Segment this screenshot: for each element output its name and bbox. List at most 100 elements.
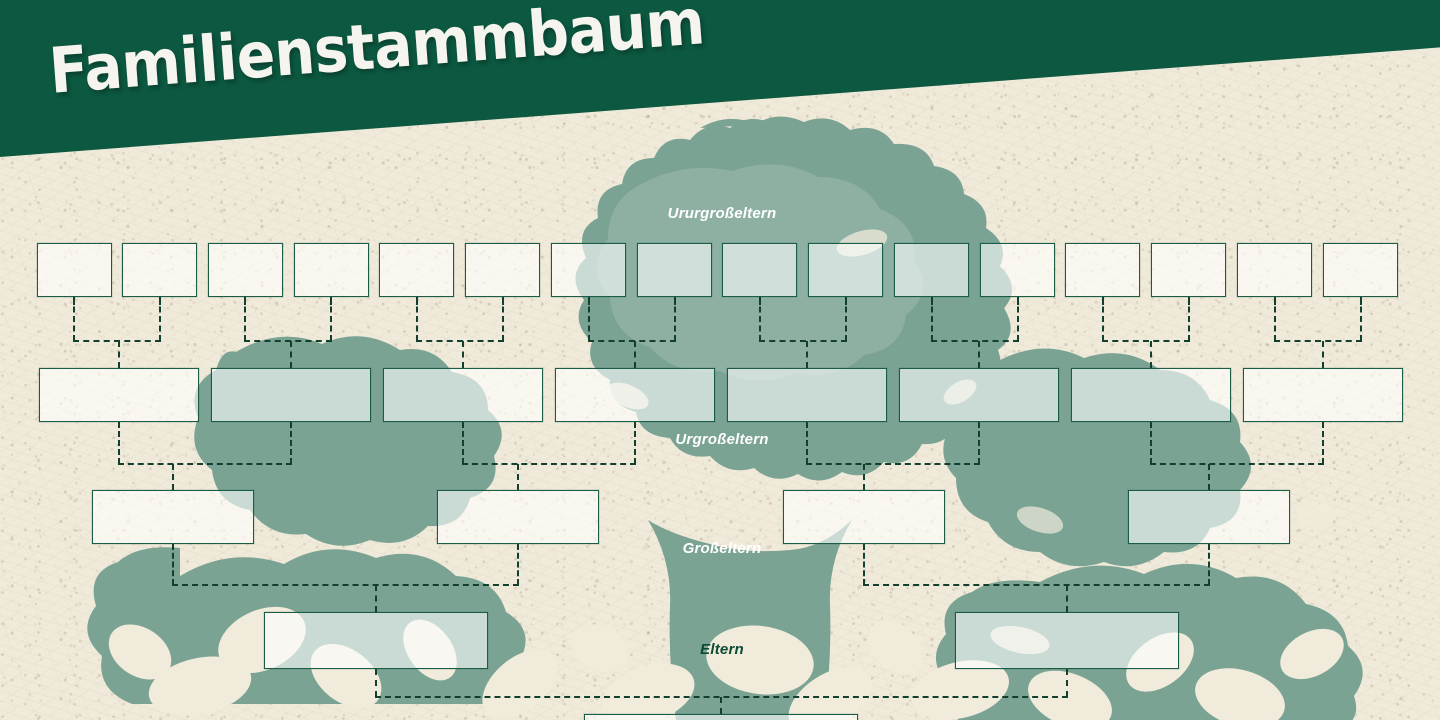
gen1_to_gen2-crossbar-1 xyxy=(73,340,161,342)
top-row-stub-2 xyxy=(159,297,161,305)
gen4_to_gen5-child-drop-1 xyxy=(720,697,722,714)
name-box-urgrosseltern-2[interactable] xyxy=(211,368,371,422)
gen1_to_gen2-child-drop-2 xyxy=(290,341,292,368)
name-box-ururgrosseltern-10[interactable] xyxy=(808,243,883,297)
gen1_to_gen2-child-drop-6 xyxy=(978,341,980,368)
gen1_to_gen2-right-drop-6 xyxy=(1017,297,1019,341)
gen2_to_gen3-right-drop-1 xyxy=(290,422,292,464)
gen4_to_gen5-left-drop-1 xyxy=(375,669,377,697)
gen1_to_gen2-left-drop-6 xyxy=(931,297,933,341)
name-box-ururgrosseltern-15[interactable] xyxy=(1237,243,1312,297)
top-row-stub-14 xyxy=(1188,297,1190,305)
name-box-grosseltern-4[interactable] xyxy=(1128,490,1290,544)
gen1_to_gen2-child-drop-5 xyxy=(806,341,808,368)
top-row-stub-12 xyxy=(1017,297,1019,305)
name-box-urgrosseltern-8[interactable] xyxy=(1243,368,1403,422)
gen2_to_gen3-left-drop-3 xyxy=(806,422,808,464)
name-box-urgrosseltern-4[interactable] xyxy=(555,368,715,422)
name-box-urgrosseltern-5[interactable] xyxy=(727,368,887,422)
gen1_to_gen2-left-drop-3 xyxy=(416,297,418,341)
gen1_to_gen2-child-drop-8 xyxy=(1322,341,1324,368)
generation-label-ururgrosseltern: Ururgroßeltern xyxy=(667,205,777,222)
top-row-stub-6 xyxy=(502,297,504,305)
gen1_to_gen2-crossbar-5 xyxy=(759,340,847,342)
gen1_to_gen2-left-drop-8 xyxy=(1274,297,1276,341)
name-box-ururgrosseltern-4[interactable] xyxy=(294,243,369,297)
gen1_to_gen2-crossbar-4 xyxy=(588,340,676,342)
name-box-ururgrosseltern-16[interactable] xyxy=(1323,243,1398,297)
name-box-ururgrosseltern-12[interactable] xyxy=(980,243,1055,297)
gen1_to_gen2-child-drop-7 xyxy=(1150,341,1152,368)
gen1_to_gen2-left-drop-7 xyxy=(1102,297,1104,341)
gen3_to_gen4-crossbar-2 xyxy=(863,584,1210,586)
name-box-ururgrosseltern-7[interactable] xyxy=(551,243,626,297)
gen2_to_gen3-right-drop-4 xyxy=(1322,422,1324,464)
name-box-urgrosseltern-1[interactable] xyxy=(39,368,199,422)
top-row-stub-7 xyxy=(588,297,590,305)
gen1_to_gen2-child-drop-1 xyxy=(118,341,120,368)
page-title: Familienstammbaum xyxy=(46,0,707,108)
name-box-ururgrosseltern-6[interactable] xyxy=(465,243,540,297)
gen3_to_gen4-child-drop-1 xyxy=(375,585,377,612)
gen2_to_gen3-child-drop-3 xyxy=(863,464,865,490)
name-box-eltern-2[interactable] xyxy=(955,612,1179,669)
top-row-stub-5 xyxy=(416,297,418,305)
name-box-urgrosseltern-3[interactable] xyxy=(383,368,543,422)
gen3_to_gen4-child-drop-2 xyxy=(1066,585,1068,612)
name-box-ururgrosseltern-8[interactable] xyxy=(637,243,712,297)
name-box-grosseltern-1[interactable] xyxy=(92,490,254,544)
gen1_to_gen2-left-drop-4 xyxy=(588,297,590,341)
gen1_to_gen2-child-drop-3 xyxy=(462,341,464,368)
gen1_to_gen2-right-drop-4 xyxy=(674,297,676,341)
name-box-ururgrosseltern-3[interactable] xyxy=(208,243,283,297)
gen3_to_gen4-left-drop-2 xyxy=(863,544,865,585)
top-row-stub-10 xyxy=(845,297,847,305)
gen2_to_gen3-crossbar-2 xyxy=(462,463,636,465)
gen1_to_gen2-left-drop-5 xyxy=(759,297,761,341)
name-box-ururgrosseltern-1[interactable] xyxy=(37,243,112,297)
name-box-ich-1[interactable] xyxy=(584,714,858,720)
name-box-ururgrosseltern-11[interactable] xyxy=(894,243,969,297)
gen2_to_gen3-child-drop-1 xyxy=(172,464,174,490)
name-box-ururgrosseltern-13[interactable] xyxy=(1065,243,1140,297)
name-box-ururgrosseltern-14[interactable] xyxy=(1151,243,1226,297)
top-row-stub-13 xyxy=(1102,297,1104,305)
name-box-grosseltern-2[interactable] xyxy=(437,490,599,544)
gen2_to_gen3-child-drop-2 xyxy=(517,464,519,490)
top-row-stub-1 xyxy=(73,297,75,305)
top-row-stub-3 xyxy=(244,297,246,305)
gen2_to_gen3-crossbar-3 xyxy=(806,463,980,465)
gen1_to_gen2-crossbar-2 xyxy=(244,340,332,342)
gen2_to_gen3-left-drop-2 xyxy=(462,422,464,464)
gen2_to_gen3-left-drop-1 xyxy=(118,422,120,464)
gen1_to_gen2-right-drop-7 xyxy=(1188,297,1190,341)
gen1_to_gen2-left-drop-2 xyxy=(244,297,246,341)
top-row-stub-11 xyxy=(931,297,933,305)
gen2_to_gen3-crossbar-1 xyxy=(118,463,292,465)
gen2_to_gen3-right-drop-3 xyxy=(978,422,980,464)
generation-label-urgrosseltern: Urgroßeltern xyxy=(675,431,769,448)
name-box-ururgrosseltern-2[interactable] xyxy=(122,243,197,297)
gen4_to_gen5-right-drop-1 xyxy=(1066,669,1068,697)
gen2_to_gen3-left-drop-4 xyxy=(1150,422,1152,464)
name-box-urgrosseltern-7[interactable] xyxy=(1071,368,1231,422)
name-box-ururgrosseltern-5[interactable] xyxy=(379,243,454,297)
gen1_to_gen2-crossbar-3 xyxy=(416,340,504,342)
gen3_to_gen4-right-drop-2 xyxy=(1208,544,1210,585)
gen3_to_gen4-crossbar-1 xyxy=(172,584,519,586)
name-box-urgrosseltern-6[interactable] xyxy=(899,368,1059,422)
generation-label-eltern: Eltern xyxy=(700,641,744,658)
gen1_to_gen2-crossbar-7 xyxy=(1102,340,1190,342)
name-box-ururgrosseltern-9[interactable] xyxy=(722,243,797,297)
gen1_to_gen2-right-drop-8 xyxy=(1360,297,1362,341)
top-row-stub-9 xyxy=(759,297,761,305)
gen2_to_gen3-child-drop-4 xyxy=(1208,464,1210,490)
gen1_to_gen2-right-drop-3 xyxy=(502,297,504,341)
gen3_to_gen4-left-drop-1 xyxy=(172,544,174,585)
name-box-eltern-1[interactable] xyxy=(264,612,488,669)
top-row-stub-16 xyxy=(1360,297,1362,305)
gen2_to_gen3-right-drop-2 xyxy=(634,422,636,464)
name-box-grosseltern-3[interactable] xyxy=(783,490,945,544)
gen1_to_gen2-right-drop-5 xyxy=(845,297,847,341)
